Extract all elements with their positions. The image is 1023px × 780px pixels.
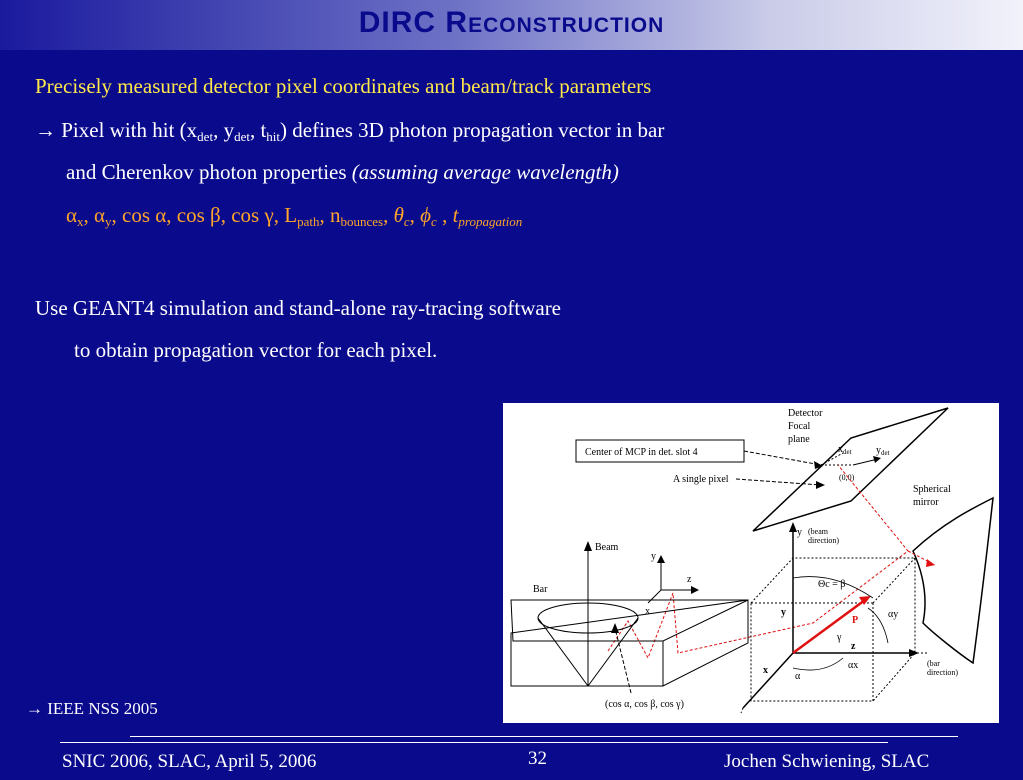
title-bar (0, 0, 1023, 50)
alpha-x-label: αx (848, 660, 858, 671)
gamma-label: γ (836, 632, 842, 643)
reference-note: → IEEE NSS 2005 (26, 699, 158, 718)
footer-right: Jochen Schwiening, SLAC (724, 751, 930, 772)
slide-title: DIRC Reconstruction (358, 6, 665, 39)
spherical-mirror (912, 496, 994, 665)
origin-label: (0,0) (839, 473, 855, 482)
arrow-icon: → (35, 118, 56, 142)
heading-line: Precisely measured detector pixel coordi… (35, 74, 652, 98)
axis-y-bold: y (781, 607, 786, 618)
bar-outline (510, 599, 749, 642)
detector-label-3: plane (788, 434, 810, 445)
bar-dir-2: direction) (927, 668, 958, 677)
mirror-label-2: mirror (913, 497, 939, 508)
beam-dir-1: (beam (808, 527, 829, 536)
axis-y-label: y (797, 527, 802, 538)
bar-label: Bar (533, 584, 548, 595)
axis-z-label: z (851, 641, 856, 652)
pixel-hit-line: → Pixel with hit (xdet, ydet, thit) defi… (35, 118, 665, 144)
alpha-label: α (795, 671, 801, 682)
focal-plane (752, 407, 949, 532)
small-y-label: y (651, 551, 656, 562)
alpha-y-label: αy (888, 609, 898, 620)
x-det-label: xdet (838, 444, 852, 456)
cosines-label: (cos α, cos β, cos γ) (605, 699, 684, 710)
footer-left: SNIC 2006, SLAC, April 5, 2006 (62, 751, 317, 772)
footer-rule-bottom (60, 742, 888, 743)
cherenkov-line: and Cherenkov photon properties (assumin… (66, 160, 619, 184)
beam-dir-2: direction) (808, 536, 839, 545)
parameters-line: αx, αy, cos α, cos β, cos γ, Lpath, nbou… (66, 203, 523, 229)
detector-label-2: Focal (788, 421, 810, 432)
center-box-label: Center of MCP in det. slot 4 (585, 447, 698, 458)
p-vector (792, 598, 866, 655)
bar-dir-1: (bar (927, 659, 940, 668)
propagation-line: to obtain propagation vector for each pi… (74, 338, 438, 362)
mirror-label-1: Spherical (913, 484, 951, 495)
footer-rule-top (130, 736, 958, 737)
axis-x-label: x (763, 665, 768, 676)
dirc-geometry-diagram: Detector Focal plane Center of MCP in de… (503, 403, 999, 723)
single-pixel-label: A single pixel (673, 474, 729, 485)
small-x-label: x (645, 606, 650, 617)
y-det-label: ydet (876, 445, 890, 457)
small-z-label: z (687, 574, 692, 585)
beam-label: Beam (595, 542, 619, 553)
detector-label-1: Detector (788, 408, 823, 419)
photon-path (607, 464, 909, 660)
p-label: P (852, 615, 858, 626)
geant4-line: Use GEANT4 simulation and stand-alone ra… (35, 296, 562, 320)
theta-label: Θc = β (818, 579, 845, 590)
page-number: 32 (528, 748, 547, 769)
